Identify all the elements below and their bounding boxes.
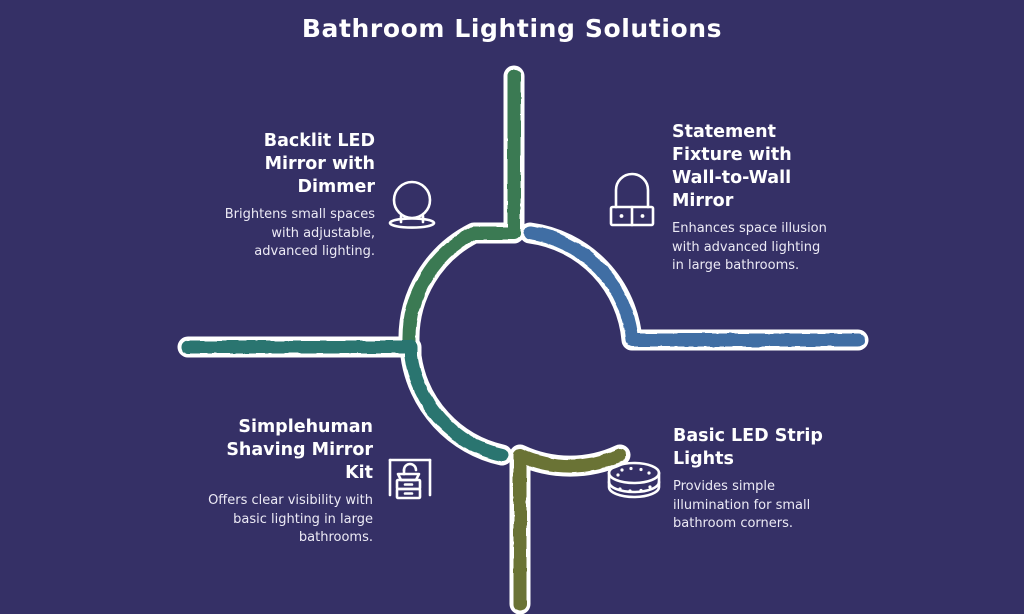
branch-body: Provides simple illumination for small b… <box>673 479 811 531</box>
branch-text-top-left: Backlit LED Mirror with Dimmer Brightens… <box>215 130 375 262</box>
led-strip-ring-icon <box>607 461 661 499</box>
branch-heading: Statement Fixture with Wall-to-Wall Mirr… <box>672 122 792 211</box>
branch-heading: Backlit LED Mirror with Dimmer <box>263 131 375 197</box>
branch-text-bottom-left: Simplehuman Shaving Mirror Kit Offers cl… <box>205 416 373 548</box>
vanity-sink-mirror-icon <box>388 458 432 500</box>
branch-path-bottom-left <box>181 340 509 462</box>
branch-heading: Basic LED Strip Lights <box>673 426 823 469</box>
branch-body: Offers clear visibility with basic light… <box>208 493 373 545</box>
branch-text-bottom-right: Basic LED Strip Lights Provides simple i… <box>673 425 848 534</box>
branch-path-top-left <box>402 69 521 348</box>
branch-body: Brightens small spaces with adjustable, … <box>224 207 375 259</box>
branch-path-top-right <box>523 226 865 347</box>
branch-text-top-right: Statement Fixture with Wall-to-Wall Mirr… <box>672 121 832 276</box>
page-title: Bathroom Lighting Solutions <box>301 14 723 43</box>
branch-body: Enhances space illusion with advanced li… <box>672 221 827 273</box>
branch-heading: Simplehuman Shaving Mirror Kit <box>226 417 373 483</box>
branch-path-bottom-right <box>513 448 627 611</box>
round-mirror-icon <box>388 180 436 229</box>
arched-mirror-vanity-icon <box>609 172 655 227</box>
